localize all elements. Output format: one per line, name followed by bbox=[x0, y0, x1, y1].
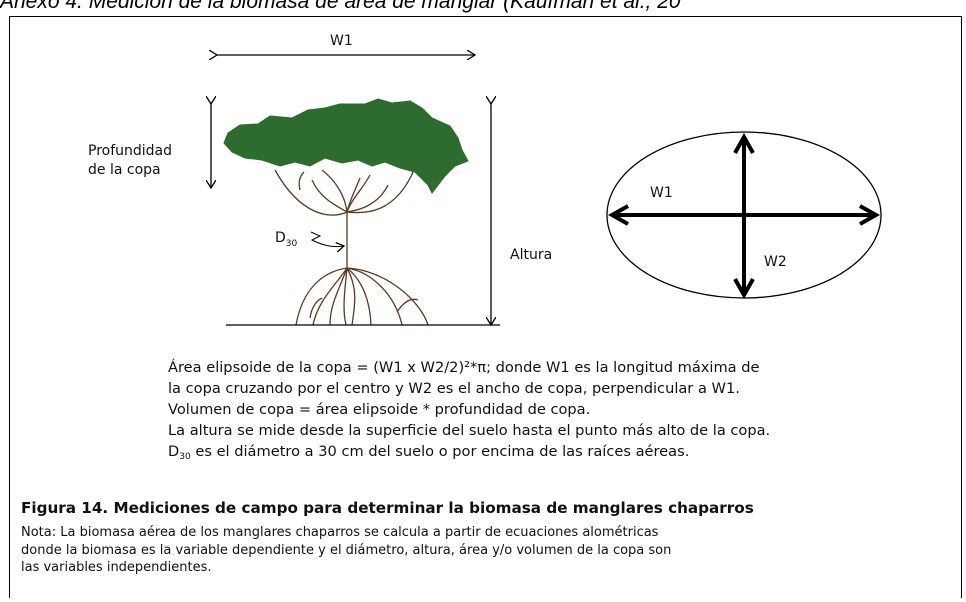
formula-line-2: la copa cruzando por el centro y W2 es e… bbox=[168, 380, 740, 397]
formula-line-3: Volumen de copa = área elipsoide * profu… bbox=[168, 401, 591, 418]
page-caption: Anexo 4. Medición de la biomasa de área … bbox=[0, 0, 681, 13]
note-line-2: donde la biomasa es la variable dependie… bbox=[21, 542, 672, 558]
formula-d-symbol: D bbox=[168, 443, 180, 460]
formula-line-4: La altura se mide desde la superficie de… bbox=[168, 422, 771, 439]
formula-d-subscript: 30 bbox=[179, 452, 191, 462]
formula-line-1: Área elipsoide de la copa = (W1 x W2/2)²… bbox=[168, 359, 760, 376]
figure-note: Nota: La biomasa aérea de los manglares … bbox=[21, 524, 951, 577]
formula-line-5: D30 es el diámetro a 30 cm del suelo o p… bbox=[168, 441, 958, 468]
formula-text: Área elipsoide de la copa = (W1 x W2/2)²… bbox=[168, 357, 958, 468]
tree-crown bbox=[223, 98, 469, 194]
figure-frame bbox=[9, 16, 962, 598]
figure-title: Figura 14. Mediciones de campo para dete… bbox=[21, 499, 754, 517]
ellipse-w2-label: W2 bbox=[764, 254, 787, 270]
tree-branches bbox=[274, 169, 415, 268]
note-line-1: Nota: La biomasa aérea de los manglares … bbox=[21, 525, 659, 540]
formula-line-5-rest: es el diámetro a 30 cm del suelo o por e… bbox=[190, 443, 690, 460]
note-line-3: las variables independientes. bbox=[21, 560, 212, 575]
d30-pointer-arrow bbox=[310, 231, 344, 247]
prop-roots bbox=[295, 267, 429, 326]
crown-depth-label-line1: Profundidad bbox=[88, 143, 172, 159]
ellipse-w1-label: W1 bbox=[650, 185, 673, 201]
crown-depth-label-line2: de la copa bbox=[88, 162, 161, 178]
d30-label: D30 bbox=[275, 230, 298, 249]
w1-top-label: W1 bbox=[330, 33, 353, 49]
height-label: Altura bbox=[510, 247, 552, 263]
